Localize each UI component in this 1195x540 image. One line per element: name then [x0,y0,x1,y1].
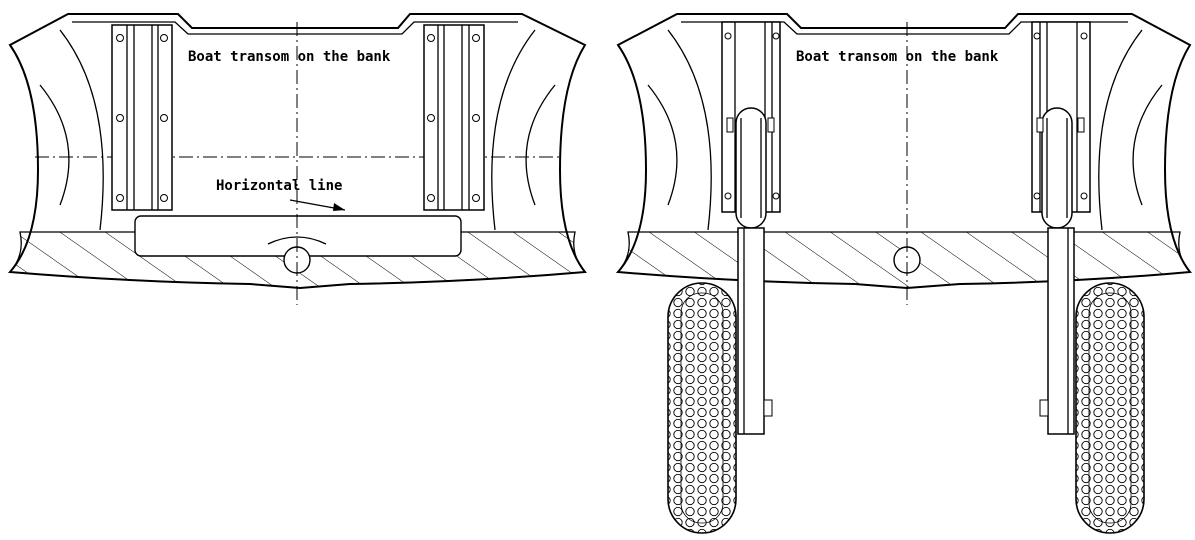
wheel-left [667,282,737,534]
left-bracket-b [423,24,485,211]
right-transom-label: Boat transom on the bank [796,49,999,65]
right-wheel-assembly-a [667,21,781,534]
right-wheel-assembly-b [1031,21,1145,534]
left-view: Boat transom on the bank Horizontal line [7,13,587,305]
horizontal-line-label: Horizontal line [216,178,342,194]
left-bracket-a [111,24,173,211]
left-transom-label: Boat transom on the bank [188,49,391,65]
wheel-right [1075,282,1145,534]
right-view: Boat transom on the bank [615,13,1192,534]
